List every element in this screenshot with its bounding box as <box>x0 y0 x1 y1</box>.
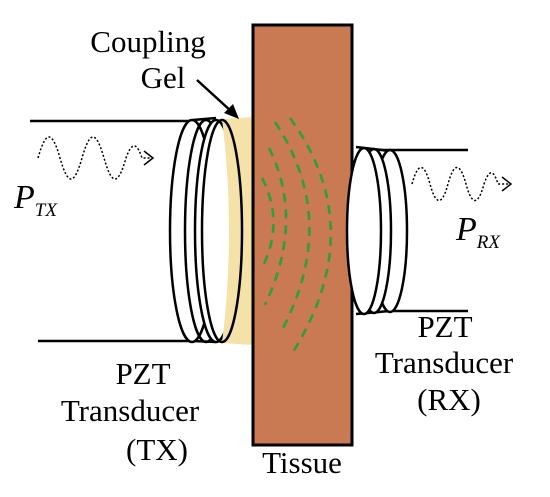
coupling-gel <box>222 117 253 345</box>
p-rx-label: PRX <box>455 211 501 253</box>
p-tx-sub: TX <box>35 200 59 221</box>
rx-label-line3: (RX) <box>417 382 481 417</box>
rx-transducer <box>345 145 409 316</box>
p-rx-sub: RX <box>476 232 502 253</box>
tissue-label: Tissue <box>262 445 342 480</box>
coupling-label-line1: Coupling <box>90 24 205 59</box>
tx-label-line3: (TX) <box>126 432 188 467</box>
tx-label-line2: Transducer <box>61 393 200 428</box>
rx-signal-wave-icon <box>411 166 513 202</box>
p-tx-label: PTX <box>13 179 58 221</box>
p-tx-main: P <box>13 179 35 216</box>
rx-label-line1: PZT <box>417 309 472 344</box>
p-rx-main: P <box>455 211 477 248</box>
rx-label-line2: Transducer <box>375 345 514 380</box>
acoustic-wavefronts <box>260 117 333 353</box>
tx-transducer-face <box>200 118 244 344</box>
tx-signal-wave-icon <box>37 136 155 180</box>
gel-pointer-arrow-icon <box>196 79 239 119</box>
tx-label-line1: PZT <box>115 356 170 391</box>
gel-label-line2: Gel <box>141 60 186 95</box>
tissue-block <box>251 23 354 447</box>
